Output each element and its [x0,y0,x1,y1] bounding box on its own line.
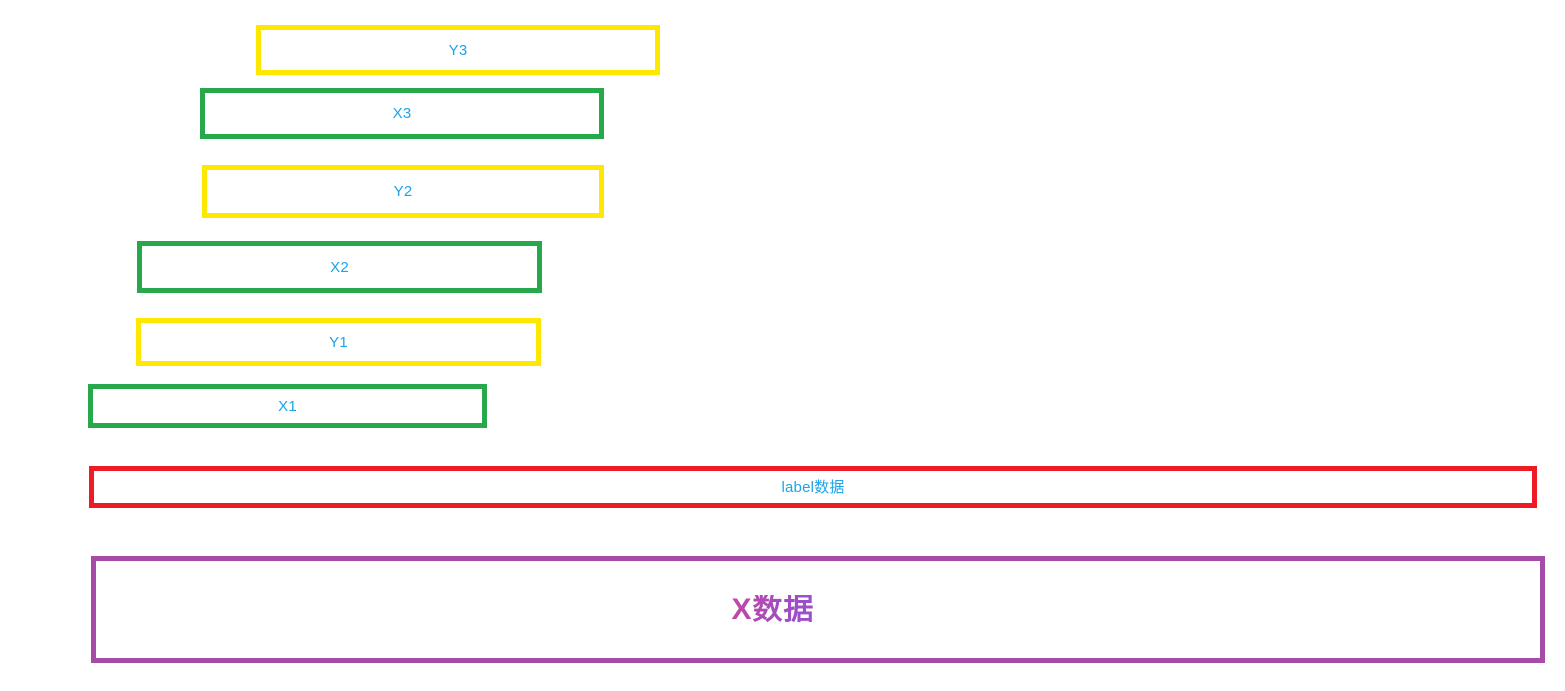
box-x1-label: X1 [278,397,297,415]
box-x-data[interactable]: X数据 [91,556,1545,663]
box-y1[interactable]: Y1 [136,318,541,366]
box-y2[interactable]: Y2 [202,165,604,218]
box-x-data-label: X数据 [731,592,815,626]
box-y2-label: Y2 [393,183,413,200]
box-x2[interactable]: X2 [137,241,542,293]
box-y3[interactable]: Y3 [256,25,660,75]
box-x2-label: X2 [330,258,349,276]
box-y3-label: Y3 [448,41,468,59]
box-x3[interactable]: X3 [200,88,604,139]
box-x1[interactable]: X1 [88,384,487,428]
box-label-data[interactable]: label数据 [89,466,1537,508]
box-x3-label: X3 [392,105,412,122]
box-y1-label: Y1 [329,333,348,351]
box-x-data-center: X数据 [96,561,1540,658]
box-label-data-label: label数据 [781,478,845,496]
